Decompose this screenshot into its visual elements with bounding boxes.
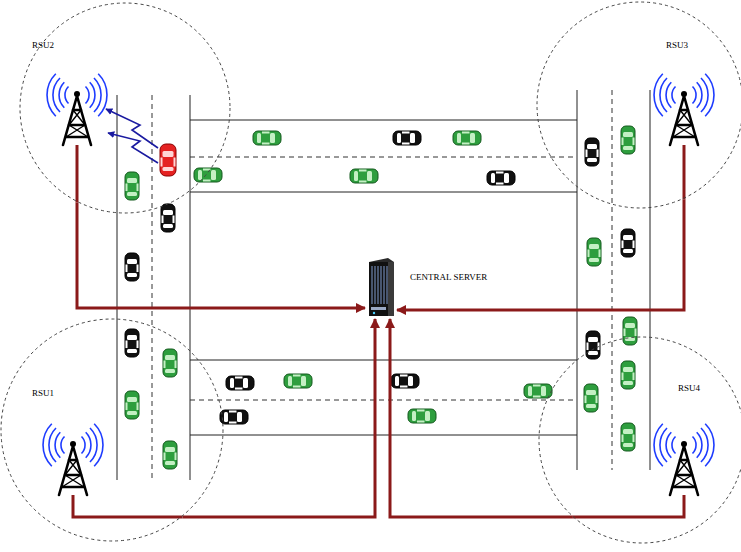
vehicle xyxy=(408,409,436,423)
coverage-outline xyxy=(537,2,741,208)
vehicle xyxy=(284,374,312,388)
server-icon xyxy=(366,256,396,318)
rsu-coverage-area: RSU2 xyxy=(19,2,231,214)
wireless-bolt xyxy=(106,109,158,148)
coverage-outline xyxy=(1,319,223,541)
server-vent xyxy=(377,266,378,304)
feed-wire xyxy=(683,145,686,199)
coverage-outline xyxy=(539,337,741,543)
vehicle xyxy=(161,204,175,232)
vehicle xyxy=(163,441,177,469)
vehicle xyxy=(194,168,222,182)
backhaul-link xyxy=(77,203,365,308)
road-edge xyxy=(190,360,577,361)
vehicle xyxy=(524,384,552,398)
coverage-circle xyxy=(538,336,741,544)
server-front xyxy=(369,262,388,316)
lane-dividers xyxy=(152,90,612,480)
vehicle xyxy=(621,229,635,257)
coverage-circle xyxy=(0,318,224,542)
vehicle-highlighted xyxy=(160,144,176,176)
road-edge xyxy=(190,192,577,193)
feed-wire xyxy=(76,145,79,203)
vehicle xyxy=(586,331,600,359)
vehicle xyxy=(226,376,254,390)
server-vent xyxy=(386,266,387,304)
road-edge xyxy=(577,90,578,470)
wireless-bolt xyxy=(108,133,158,163)
server-vent xyxy=(380,266,381,304)
rsu-label: RSU4 xyxy=(678,383,700,394)
vehicle xyxy=(621,423,635,451)
feed-wire xyxy=(572,495,684,517)
vehicle xyxy=(621,126,635,154)
road-edges xyxy=(117,90,650,480)
vehicle xyxy=(621,361,635,389)
vehicle xyxy=(487,171,515,185)
lane-divider xyxy=(190,157,577,158)
vehicle xyxy=(585,138,599,166)
vehicles xyxy=(125,126,637,469)
vehicle xyxy=(220,410,248,424)
vehicle xyxy=(623,317,637,345)
lane-divider xyxy=(612,90,613,470)
vehicle xyxy=(125,253,139,281)
server-vent xyxy=(374,266,375,304)
server-label: CENTRAL SERVER xyxy=(410,272,487,283)
road-edge xyxy=(190,95,191,480)
central-server: CENTRAL SERVER xyxy=(366,256,396,318)
rsu-coverage-area: RSU3 xyxy=(536,1,741,209)
server-drive xyxy=(371,307,386,310)
vehicle xyxy=(453,131,481,145)
vehicle xyxy=(391,374,419,388)
vehicle xyxy=(253,131,281,145)
road-edge xyxy=(190,120,577,121)
vehicle xyxy=(163,349,177,377)
backhaul-link xyxy=(397,199,684,310)
vehicle xyxy=(587,238,601,266)
vehicle xyxy=(350,169,378,183)
towers xyxy=(43,74,714,495)
wireless-links xyxy=(106,109,158,163)
backhaul-link xyxy=(390,319,572,517)
road-edge xyxy=(650,90,651,470)
rsu-tower xyxy=(654,74,714,145)
lane-divider xyxy=(152,95,153,480)
vehicle xyxy=(584,384,598,412)
rsu-label: RSU3 xyxy=(666,40,688,51)
coverage-circle xyxy=(19,2,231,214)
server-light xyxy=(373,312,375,314)
vehicle xyxy=(125,329,139,357)
server-body xyxy=(369,258,394,316)
coverage-outline xyxy=(20,3,230,213)
coverage-circle xyxy=(536,1,741,209)
rsu-tower xyxy=(654,424,714,495)
vehicle xyxy=(393,131,421,145)
server-vent xyxy=(383,266,384,304)
rsu-tower xyxy=(43,424,103,495)
vehicle xyxy=(125,172,139,200)
backhaul-link xyxy=(183,319,375,517)
feed-wire xyxy=(73,495,183,517)
road-edge xyxy=(117,95,118,480)
rsu-coverage-area: RSU4 xyxy=(538,336,741,544)
rsu-tower xyxy=(47,74,107,145)
server-vent xyxy=(371,266,372,304)
rsu-coverage-area: RSU1 xyxy=(0,318,224,542)
vehicle xyxy=(125,391,139,419)
lane-divider xyxy=(190,400,577,401)
server-side xyxy=(388,262,394,316)
road-edge xyxy=(190,435,577,436)
rsu-label: RSU1 xyxy=(32,388,54,399)
rsu-label: RSU2 xyxy=(32,40,54,51)
